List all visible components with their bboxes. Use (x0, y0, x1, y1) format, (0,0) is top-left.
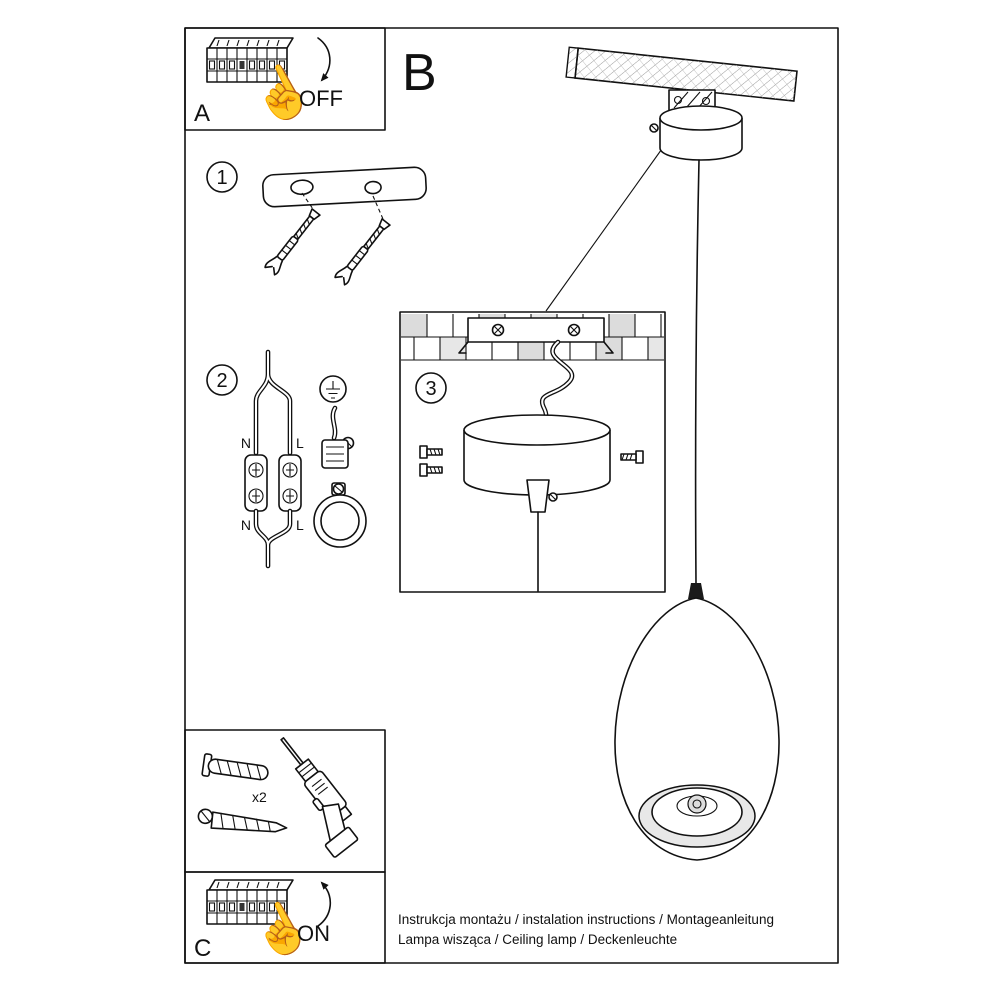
side-screw-icon (419, 445, 443, 459)
bulb-center (692, 799, 702, 809)
live-label-bottom: L (296, 517, 304, 533)
step-2-number: 2 (216, 370, 227, 392)
cord-grip (526, 479, 558, 513)
canopy (649, 105, 743, 161)
main-illustration (565, 46, 798, 861)
neutral-label-bottom: N (241, 517, 251, 533)
terminal-block (244, 454, 302, 512)
live-label-top: L (296, 435, 304, 451)
step-3-number: 3 (425, 378, 436, 400)
supply-cable (253, 349, 293, 456)
tools-box: x2 (184, 729, 386, 873)
tools-box-border (184, 729, 386, 873)
mounting-bracket (458, 317, 614, 354)
screw-anchor-icon (333, 216, 393, 287)
earth-wire (330, 405, 338, 441)
canopy-detail (463, 414, 611, 496)
anchor-qty-label: x2 (252, 789, 267, 805)
power-cable (694, 159, 700, 585)
detail-leader-line (545, 145, 665, 312)
drill-icon (280, 737, 359, 858)
switch-up-arrow-icon (317, 881, 331, 927)
outgoing-cable (253, 508, 293, 569)
plate-hole (290, 179, 314, 196)
bulb (687, 794, 707, 814)
earth-clamp (321, 436, 355, 469)
step-3-box (399, 311, 666, 593)
panel-a-box (184, 27, 386, 131)
on-label: ON (297, 921, 330, 946)
screw-anchor-icon (263, 206, 323, 277)
side-screw-icon (419, 463, 443, 477)
footer-caption: Instrukcja montażu / instalation instruc… (398, 912, 774, 947)
neutral-label-top: N (241, 435, 251, 451)
switch-down-arrow-icon (317, 37, 331, 82)
panel-a-power-off: ☝ OFF A (184, 27, 386, 134)
panel-c-power-on: ☝ ON C (184, 871, 386, 969)
pendant-shade (614, 597, 780, 861)
footer-line-2: Lampa wisząca / Ceiling lamp / Deckenleu… (398, 932, 677, 947)
step-2-wiring: 2 N L N L (206, 349, 367, 569)
panel-c-label: C (194, 935, 211, 962)
panel-c-box (184, 871, 386, 964)
step-3-canopy-detail: 3 (399, 311, 666, 593)
panel-a-label: A (194, 100, 210, 127)
step-1-anchoring: 1 (206, 161, 427, 287)
leader-dashed (301, 192, 314, 210)
off-label: OFF (299, 86, 343, 111)
step-1-badge (206, 161, 238, 193)
mounting-plate (262, 166, 427, 208)
wall-plug-icon (201, 753, 269, 781)
sheet-border (184, 27, 839, 964)
ground-symbol-icon (319, 375, 347, 403)
plate-hole (364, 180, 382, 195)
side-screw-icon (620, 450, 644, 464)
cable-clamp-ring (313, 482, 367, 548)
shade-cord-grip (688, 583, 704, 599)
panel-b-label: B (402, 44, 437, 102)
screw-icon (197, 808, 288, 833)
step-1-number: 1 (216, 167, 227, 189)
step-2-badge (206, 364, 238, 396)
footer-line-1: Instrukcja montażu / instalation instruc… (398, 912, 774, 927)
step-3-badge (415, 372, 447, 404)
